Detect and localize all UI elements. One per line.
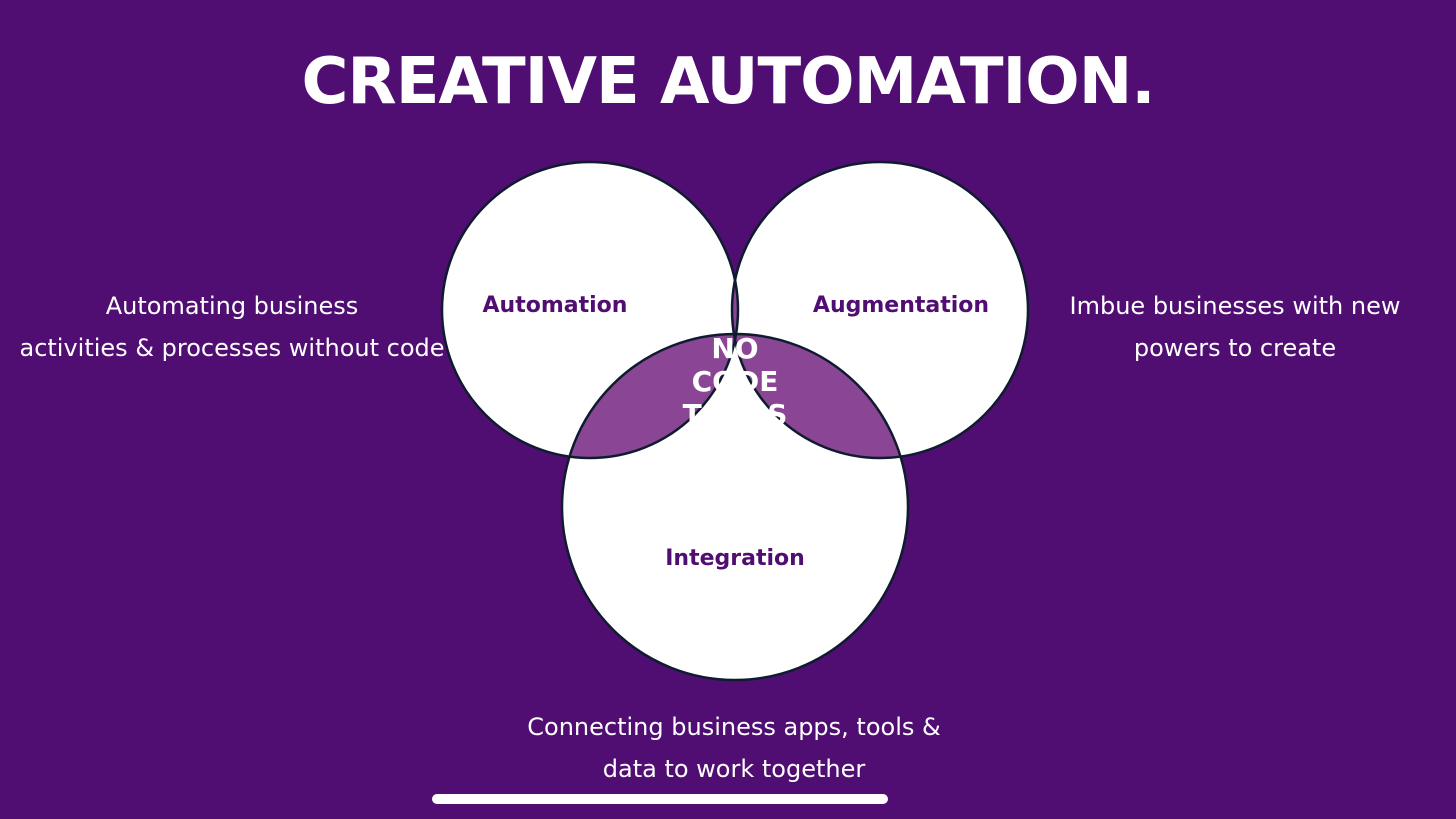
automation-description-line-1: Automating business — [105, 292, 359, 320]
integration-description-line-2: data to work together — [602, 755, 866, 783]
integration-description-line-1: Connecting business apps, tools & — [527, 713, 941, 741]
integration-outline — [560, 332, 910, 682]
automation-label: Automation — [483, 293, 628, 318]
overlap-augmentation-integration — [732, 334, 908, 458]
integration-description: Connecting business apps, tools & data t… — [434, 706, 1034, 790]
augmentation-outline — [730, 160, 1030, 460]
center-label-line-2: CODE — [692, 365, 779, 398]
automation-outline — [440, 160, 740, 460]
integration-label: Integration — [665, 546, 805, 571]
center-label-line-3: TOOLS — [683, 398, 788, 431]
augmentation-description-line-1: Imbue businesses with new — [1069, 292, 1401, 320]
augmentation-label: Augmentation — [813, 293, 989, 318]
augmentation-description-line-2: powers to create — [1133, 334, 1337, 362]
automation-description-line-2: activities & processes without code — [19, 334, 445, 362]
slide-title: CREATIVE AUTOMATION. — [301, 45, 1155, 119]
augmentation-description: Imbue businesses with new powers to crea… — [1030, 285, 1440, 369]
home-indicator-bar[interactable] — [432, 794, 888, 804]
center-label-line-1: NO — [711, 332, 758, 365]
overlap-automation-integration — [562, 334, 738, 458]
automation-description: Automating business activities & process… — [0, 285, 464, 369]
